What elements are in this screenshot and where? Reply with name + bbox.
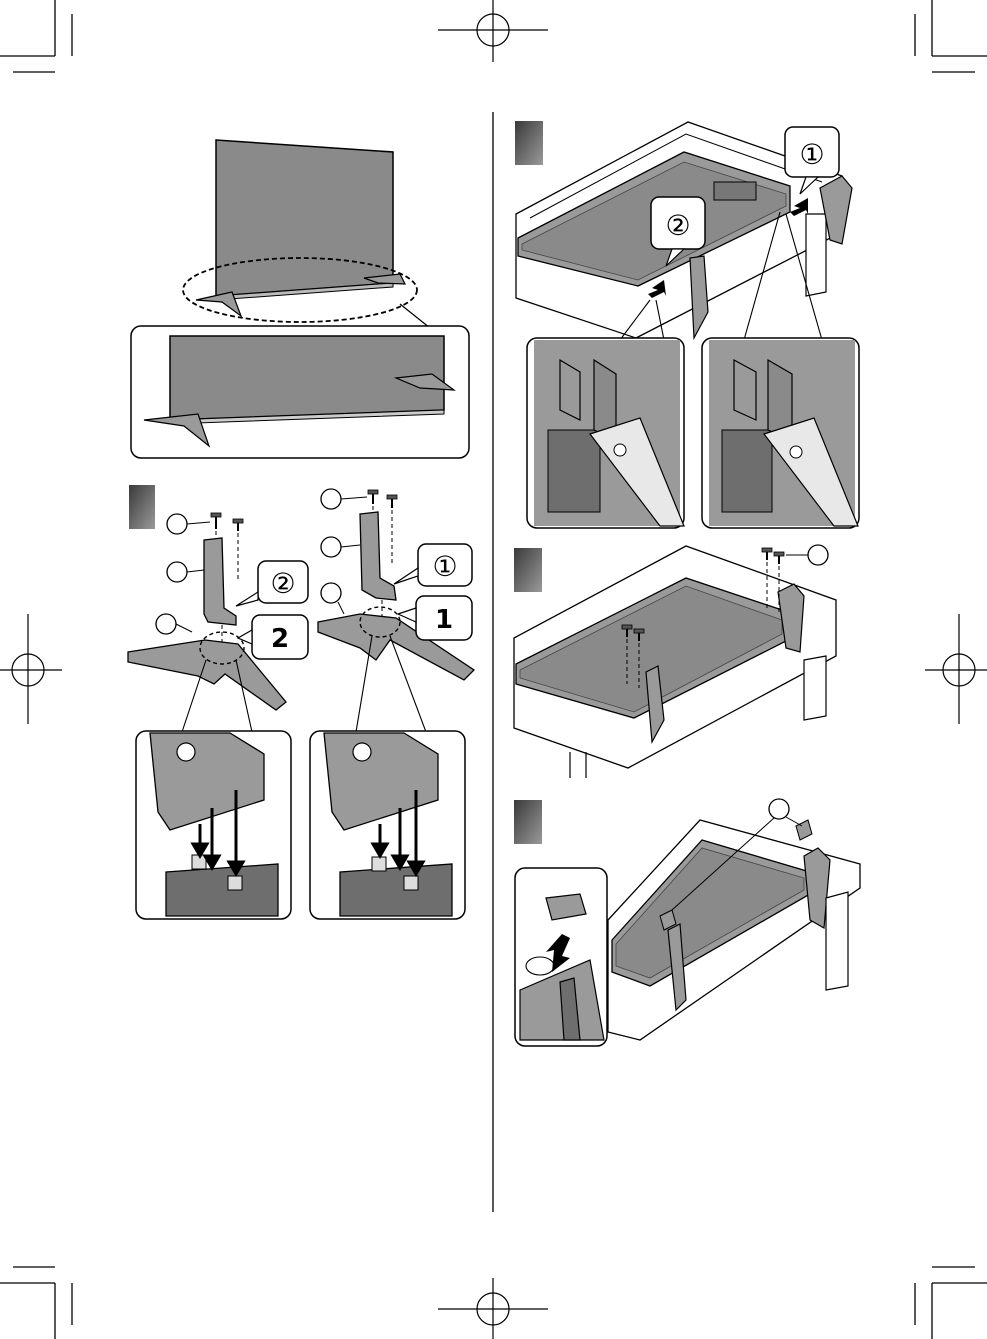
screw-icon xyxy=(387,495,397,508)
registration-mark-icon xyxy=(438,1278,548,1339)
callout-circled-1-left: ① xyxy=(394,544,472,586)
step-marker-3 xyxy=(514,548,542,592)
tv-detail-callout xyxy=(131,326,469,458)
registration-mark-icon xyxy=(925,614,987,724)
tv-overview-illustration xyxy=(183,140,430,328)
callout-label: ① xyxy=(799,138,824,171)
step-marker-4 xyxy=(514,800,542,844)
screw-icon xyxy=(233,519,243,531)
registration-mark-icon xyxy=(438,0,548,62)
callout-label: 1 xyxy=(435,605,453,635)
bracket-slot-detail-right xyxy=(702,338,859,528)
cover-install-detail xyxy=(515,868,607,1046)
part-marker xyxy=(769,799,789,819)
stand-insert-detail-left xyxy=(136,731,291,919)
screw-icon xyxy=(211,513,221,529)
stand-insert-detail-right xyxy=(310,731,465,919)
step-marker-2 xyxy=(515,121,543,165)
callout-circled-2-left: ② xyxy=(236,561,308,606)
registration-mark-icon xyxy=(0,614,62,724)
callout-label: ① xyxy=(432,550,457,583)
tv-on-table-step-4 xyxy=(608,820,860,1040)
bracket-slot-detail-left xyxy=(527,338,684,528)
callout-number-2-left: 2 xyxy=(238,615,308,659)
step-marker-1 xyxy=(129,485,155,529)
callout-label: ② xyxy=(665,209,690,242)
part-marker xyxy=(808,545,828,565)
screw-icon xyxy=(368,490,378,504)
tv-on-table-step-3 xyxy=(514,546,836,778)
callout-label: ② xyxy=(270,567,295,600)
callout-label: 2 xyxy=(271,624,289,654)
